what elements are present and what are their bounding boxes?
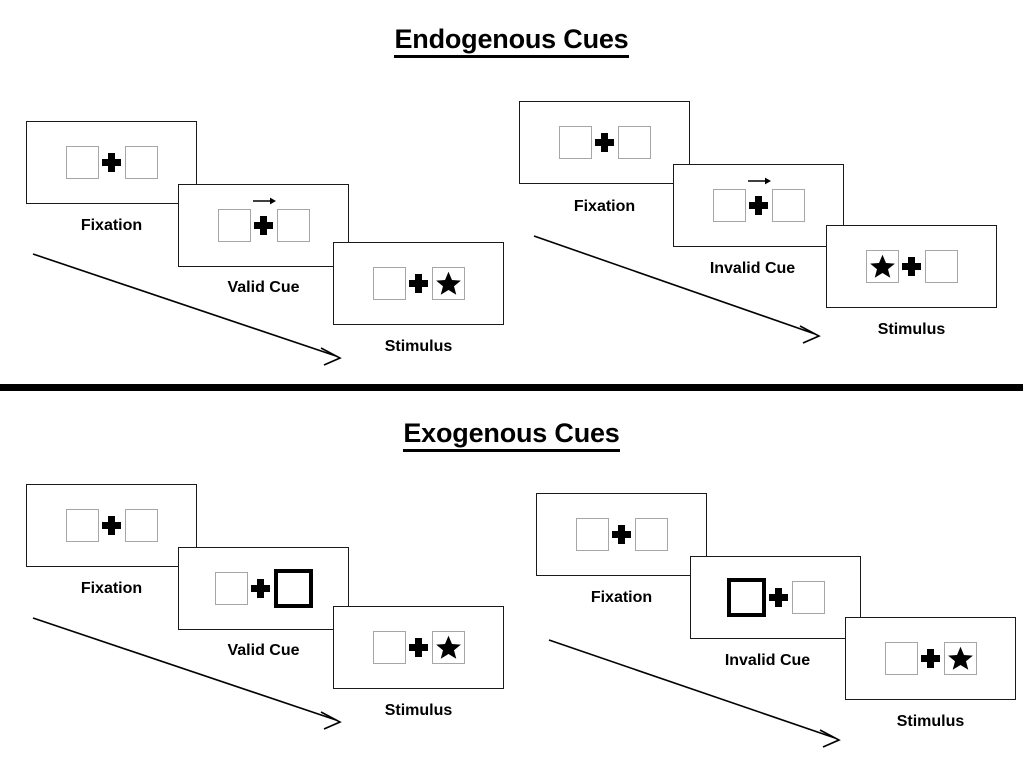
section-title-endogenous-text: Endogenous Cues bbox=[394, 24, 629, 58]
panel-exogenous-invalid-fixation bbox=[536, 493, 707, 576]
right-box bbox=[124, 146, 158, 179]
step-label-endogenous-valid-fixation: Fixation bbox=[80, 217, 143, 234]
arrow-right-icon bbox=[747, 177, 771, 185]
left-box bbox=[712, 189, 746, 222]
panel-inner bbox=[726, 578, 825, 617]
star-icon bbox=[435, 271, 461, 295]
right-box bbox=[634, 518, 668, 551]
left-box bbox=[214, 572, 248, 605]
right-box-highlighted bbox=[273, 569, 313, 608]
step-label-endogenous-valid-cue: Valid Cue bbox=[227, 279, 300, 296]
left-box bbox=[217, 209, 251, 242]
panel-inner bbox=[214, 569, 313, 608]
time-flow-arrow-icon-exogenous-invalid bbox=[548, 639, 841, 748]
panel-inner bbox=[558, 126, 651, 159]
right-box bbox=[124, 509, 158, 542]
panel-exogenous-invalid-stimulus bbox=[845, 617, 1016, 700]
right-box bbox=[943, 642, 977, 675]
right-box bbox=[617, 126, 651, 159]
section-title-exogenous-text: Exogenous Cues bbox=[403, 418, 620, 452]
panel-endogenous-invalid-stimulus bbox=[826, 225, 997, 308]
plus-icon bbox=[746, 177, 772, 222]
step-label-exogenous-invalid-fixation: Fixation bbox=[590, 589, 653, 606]
panel-inner bbox=[372, 267, 465, 300]
step-label-exogenous-invalid-cue: Invalid Cue bbox=[724, 652, 811, 669]
left-box bbox=[575, 518, 609, 551]
section-title-endogenous: Endogenous Cues bbox=[0, 24, 1023, 58]
plus-icon bbox=[248, 572, 274, 605]
left-box-highlighted bbox=[726, 578, 766, 617]
step-label-endogenous-valid-stimulus: Stimulus bbox=[384, 338, 453, 355]
step-label-endogenous-invalid-stimulus: Stimulus bbox=[877, 321, 946, 338]
time-flow-arrow-icon-exogenous-valid bbox=[32, 617, 342, 730]
step-label-endogenous-invalid-fixation: Fixation bbox=[573, 198, 636, 215]
section-title-exogenous: Exogenous Cues bbox=[0, 418, 1023, 452]
step-label-exogenous-invalid-stimulus: Stimulus bbox=[896, 713, 965, 730]
right-box bbox=[924, 250, 958, 283]
panel-inner bbox=[884, 642, 977, 675]
plus-icon bbox=[609, 518, 635, 551]
panel-inner bbox=[217, 197, 310, 242]
star-icon bbox=[947, 646, 973, 670]
plus-icon bbox=[766, 581, 792, 614]
plus-icon bbox=[406, 631, 432, 664]
panel-exogenous-invalid-cue bbox=[690, 556, 861, 639]
step-label-exogenous-valid-fixation: Fixation bbox=[80, 580, 143, 597]
panel-inner bbox=[65, 509, 158, 542]
panel-endogenous-invalid-fixation bbox=[519, 101, 690, 184]
step-label-exogenous-valid-stimulus: Stimulus bbox=[384, 702, 453, 719]
right-box bbox=[276, 209, 310, 242]
left-box bbox=[884, 642, 918, 675]
panel-endogenous-invalid-cue bbox=[673, 164, 844, 247]
plus-icon bbox=[99, 509, 125, 542]
left-box bbox=[372, 267, 406, 300]
panel-exogenous-valid-stimulus bbox=[333, 606, 504, 689]
plus-icon bbox=[251, 197, 277, 242]
left-box bbox=[65, 509, 99, 542]
plus-icon bbox=[99, 146, 125, 179]
plus-icon bbox=[899, 250, 925, 283]
panel-inner bbox=[865, 250, 958, 283]
panel-exogenous-valid-cue bbox=[178, 547, 349, 630]
star-icon bbox=[869, 254, 895, 278]
plus-icon bbox=[406, 267, 432, 300]
panel-endogenous-valid-cue bbox=[178, 184, 349, 267]
right-box bbox=[431, 267, 465, 300]
right-box bbox=[771, 189, 805, 222]
panel-exogenous-valid-fixation bbox=[26, 484, 197, 567]
time-flow-arrow-icon-endogenous-invalid bbox=[533, 235, 821, 344]
section-divider bbox=[0, 384, 1023, 391]
left-box bbox=[558, 126, 592, 159]
step-label-endogenous-invalid-cue: Invalid Cue bbox=[709, 260, 796, 277]
panel-endogenous-valid-stimulus bbox=[333, 242, 504, 325]
left-box bbox=[372, 631, 406, 664]
panel-endogenous-valid-fixation bbox=[26, 121, 197, 204]
plus-icon bbox=[592, 126, 618, 159]
panel-inner bbox=[65, 146, 158, 179]
right-box bbox=[431, 631, 465, 664]
panel-inner bbox=[372, 631, 465, 664]
left-box bbox=[865, 250, 899, 283]
panel-inner bbox=[575, 518, 668, 551]
arrow-right-icon bbox=[252, 197, 276, 205]
step-label-exogenous-valid-cue: Valid Cue bbox=[227, 642, 300, 659]
star-icon bbox=[435, 635, 461, 659]
plus-icon bbox=[918, 642, 944, 675]
panel-inner bbox=[712, 177, 805, 222]
time-flow-arrow-icon-endogenous-valid bbox=[32, 253, 342, 366]
right-box bbox=[791, 581, 825, 614]
left-box bbox=[65, 146, 99, 179]
